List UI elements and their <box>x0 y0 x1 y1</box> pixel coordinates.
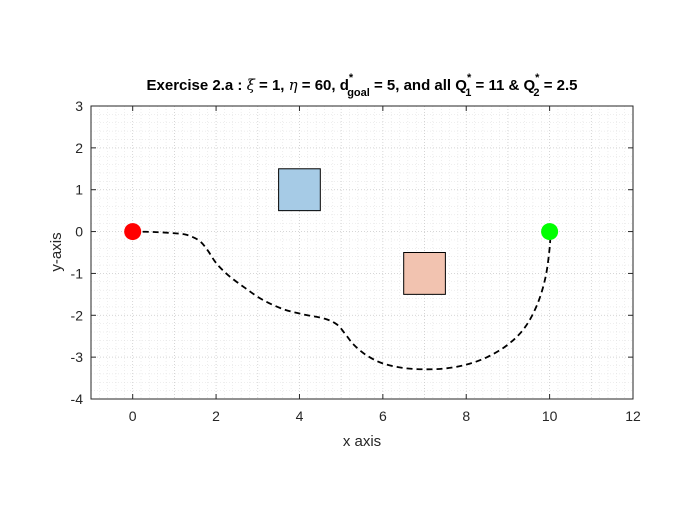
y-tick-label: 2 <box>75 140 83 156</box>
title-goal-value: = 5, and all Q <box>370 77 467 94</box>
y-tick-label: 0 <box>75 224 83 240</box>
title-q2-value: = 2.5 <box>540 77 578 94</box>
y-tick-label: -2 <box>71 307 84 323</box>
title-xi-value: = 1, <box>255 77 289 94</box>
obstacle-square <box>403 252 446 295</box>
axes <box>90 105 634 400</box>
title-prefix: Exercise 2.a : <box>147 77 247 94</box>
goal-point <box>541 223 559 241</box>
obstacle-square <box>278 168 321 212</box>
title-q1-value: = 11 & Q <box>471 77 535 94</box>
markers <box>124 223 559 241</box>
x-tick-label: 2 <box>212 408 220 424</box>
title-q1-sub: 1 <box>465 87 471 99</box>
x-axis-label: x axis <box>343 433 381 450</box>
obstacles <box>278 168 446 295</box>
x-tick-label: 8 <box>462 408 470 424</box>
y-tick-label: -1 <box>71 265 84 281</box>
y-axis-label: y-axis <box>48 232 65 271</box>
x-tick-label: 4 <box>296 408 304 424</box>
start-point <box>124 223 142 241</box>
trajectory-path <box>132 230 552 371</box>
x-tick-label: 12 <box>625 408 641 424</box>
axes-box <box>90 105 634 400</box>
y-tick-label: -3 <box>71 349 84 365</box>
y-tick-label: 1 <box>75 182 83 198</box>
title-goal-star: * <box>349 72 354 84</box>
x-tick-label: 10 <box>542 408 558 424</box>
title-q1-star: * <box>467 72 472 84</box>
title-eta-value: = 60, d <box>298 77 349 94</box>
y-tick-label: -4 <box>71 391 84 407</box>
title-xi-symbol: ξ <box>247 76 256 94</box>
y-tick-label: 3 <box>75 98 83 114</box>
title-q2-sub: 2 <box>533 87 539 99</box>
title-eta-symbol: η <box>289 76 298 94</box>
title-goal-sub: goal <box>347 87 370 99</box>
title-q2-star: * <box>535 72 540 84</box>
x-tick-label: 0 <box>129 408 137 424</box>
x-tick-label: 6 <box>379 408 387 424</box>
chart-title: Exercise 2.a : ξ = 1, η = 60, d*goal = 5… <box>147 72 578 99</box>
path-layer <box>132 230 552 371</box>
